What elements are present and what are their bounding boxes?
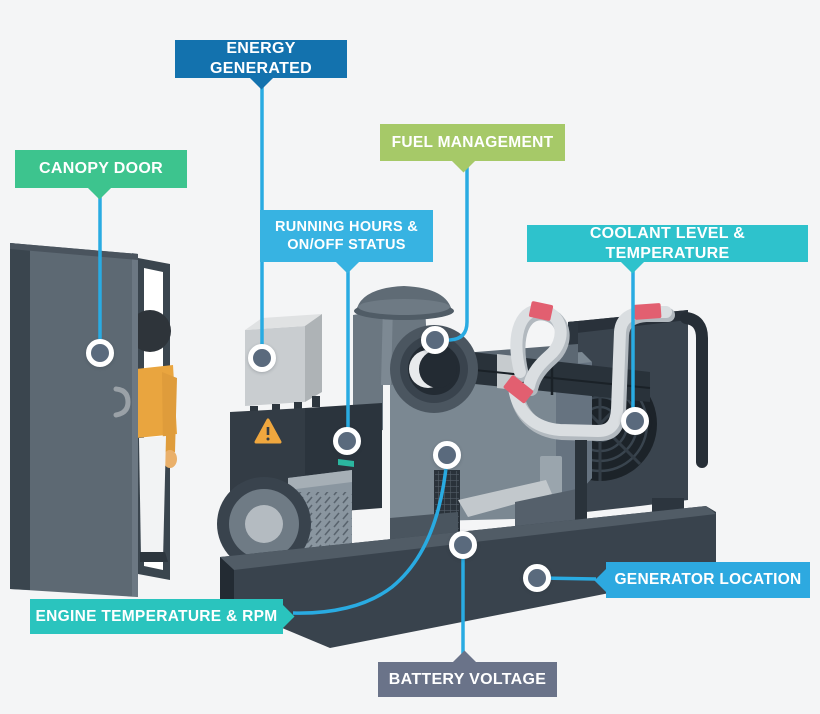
door-handle-icon [113, 386, 131, 418]
callout-generator-location-label: GENERATOR LOCATION [614, 571, 802, 589]
callout-running-hours-label-line1: RUNNING HOURS & [274, 218, 419, 235]
person-arm [162, 372, 177, 452]
hose-band [528, 301, 554, 321]
callout-fuel-management: FUEL MANAGEMENT [380, 124, 565, 173]
callout-battery-voltage: BATTERY VOLTAGE [378, 650, 557, 697]
canopy-door-illustration [10, 243, 177, 597]
callout-energy-generated: ENERGY GENERATED [175, 40, 347, 90]
door-edge-top [10, 243, 138, 260]
hose-band [503, 375, 534, 404]
energy-box-top [245, 314, 322, 330]
connector-engine-temperature [292, 457, 449, 615]
door-edge-right [132, 253, 138, 597]
hotspot-running-hours[interactable] [333, 427, 361, 455]
callout-energy-generated-label: ENERGY GENERATED [210, 40, 312, 77]
energy-box-side [305, 314, 322, 402]
door-panel[interactable] [10, 243, 138, 597]
person-hand [163, 450, 177, 468]
hotspot-coolant-level-temperature[interactable] [621, 407, 649, 435]
connector-fuel-management [443, 167, 469, 342]
person [129, 310, 177, 562]
status-led [338, 459, 354, 467]
cabinet-front [230, 408, 305, 492]
callout-canopy-door: CANOPY DOOR [15, 150, 187, 200]
person-shoe [140, 552, 168, 562]
warning-icon [254, 418, 282, 444]
coolant-hoses [503, 301, 675, 442]
turbo-air-intake [354, 286, 478, 413]
callout-battery-voltage-label: BATTERY VOLTAGE [388, 670, 547, 688]
hotspot-energy-generated[interactable] [248, 344, 276, 372]
person-head [129, 310, 171, 352]
hose-band [633, 303, 662, 320]
person-pants [139, 436, 166, 560]
hotspot-canopy-door[interactable] [86, 339, 114, 367]
callout-running-hours-label-line2: ON/OFF STATUS [287, 237, 406, 253]
radiator-side-pipe [680, 312, 708, 468]
door-edge-left [10, 243, 30, 590]
hotspot-fuel-management[interactable] [421, 326, 449, 354]
callout-engine-temperature: ENGINE TEMPERATURE & RPM [30, 599, 295, 634]
callout-fuel-management-label: FUEL MANAGEMENT [391, 133, 554, 151]
callout-coolant-label: COOLANT LEVEL & TEMPERATURE [589, 224, 746, 262]
callout-canopy-door-label: CANOPY DOOR [39, 160, 163, 177]
callout-engine-temperature-label: ENGINE TEMPERATURE & RPM [35, 607, 278, 625]
hotspot-engine-temperature-rpm[interactable] [433, 441, 461, 469]
callout-coolant: COOLANT LEVEL & TEMPERATURE [527, 224, 808, 274]
hotspot-battery-voltage[interactable] [449, 531, 477, 559]
hotspot-generator-location[interactable] [523, 564, 551, 592]
callout-running-hours: RUNNING HOURS & ON/OFF STATUS [260, 210, 433, 274]
callout-generator-location: GENERATOR LOCATION [594, 562, 810, 598]
